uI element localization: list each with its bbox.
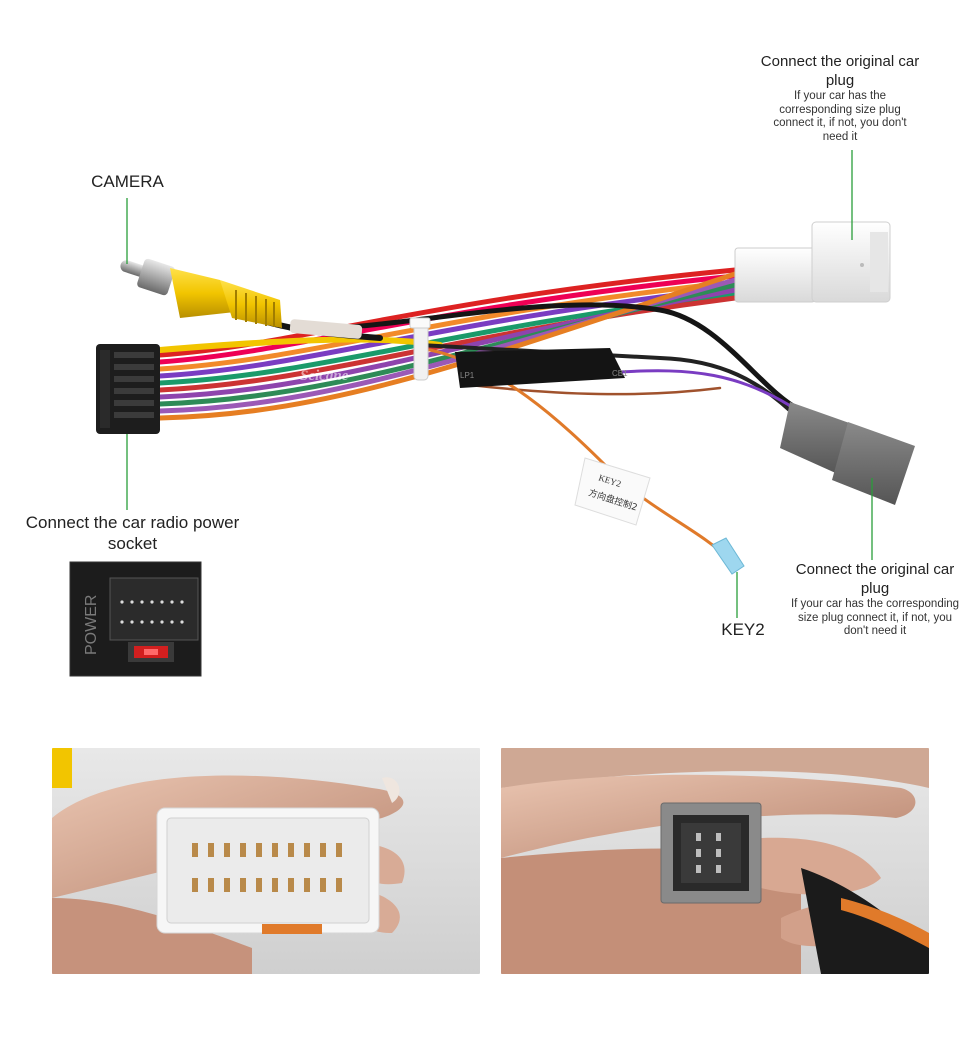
label-plug-bottom-title: Connect the original car plug [795, 561, 955, 597]
label-camera: CAMERA [91, 172, 164, 191]
label-plug-top-title: Connect the original car plug [760, 53, 920, 89]
label-plug-top: Connect the original car plug If your ca… [760, 52, 920, 144]
label-radio-power: Connect the car radio power socket [25, 513, 240, 553]
brand-watermark: Seicane [300, 368, 349, 384]
radio-power-connector [96, 344, 160, 434]
cable-mark-cb1: CB1 [612, 369, 628, 378]
key2-tag: KEY2 方向盘控制2 [574, 457, 745, 575]
white-plug [734, 221, 891, 303]
photo-white-plug-in-hand [52, 748, 480, 974]
label-plug-bottom: Connect the original car plug If your ca… [790, 560, 960, 639]
power-socket-photo: POWER [69, 561, 202, 677]
label-key2: KEY2 [721, 620, 765, 639]
grey-plug [780, 402, 915, 505]
label-plug-top-note: If your car has the corresponding size p… [773, 90, 907, 143]
cable-mark-lp1: LP1 [460, 371, 475, 380]
photo-grey-plug-in-hand [501, 748, 929, 974]
pointer-lines [126, 150, 873, 618]
cable-sleeve [455, 348, 625, 388]
power-socket-text: POWER [83, 595, 100, 655]
cable-tie [409, 317, 431, 381]
wire-bundle [157, 267, 803, 562]
label-plug-bottom-note: If your car has the corresponding size p… [790, 598, 960, 637]
rca-camera-plug [120, 258, 363, 339]
